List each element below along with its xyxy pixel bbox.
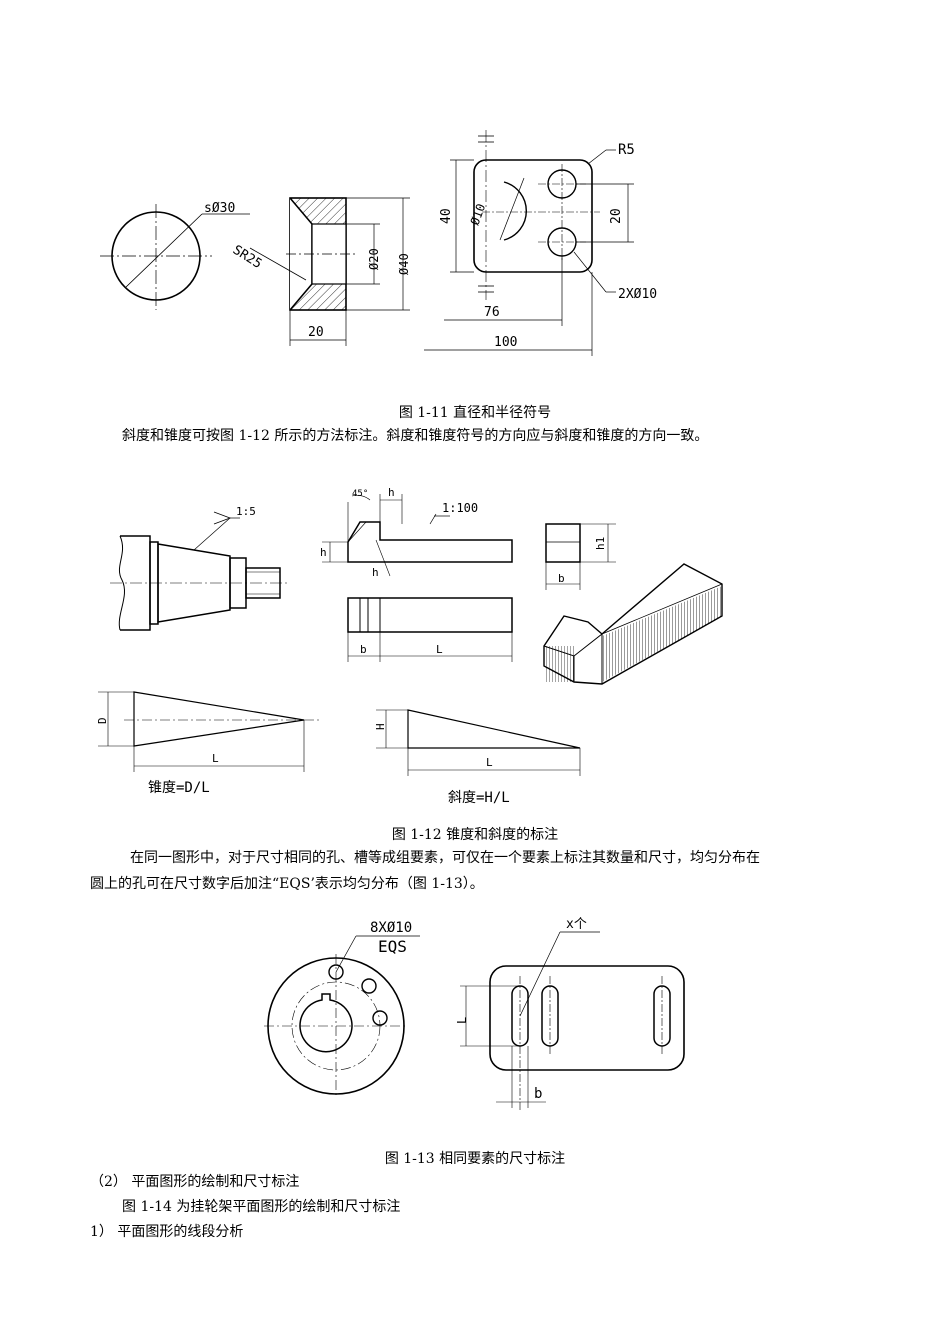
paragraph-eqs-line2: 圆上的孔可在尺寸数字后加注“EQS’表示均匀分布（图 1-13）。 (90, 876, 484, 892)
figure-1-12: 1:5 45° h 1:100 h h h1 b b L D (90, 484, 750, 814)
figure-1-11-drawing: sØ30 SR25 Ø20 Ø40 20 40 Ø10 R5 20 2X (100, 130, 657, 356)
x-label: x个 (566, 917, 587, 932)
paragraph-eqs-line1: 在同一图形中，对于尺寸相同的孔、槽等成组要素，可仅在一个要素上标注其数量和尺寸，… (130, 850, 760, 866)
h-left-label: h (320, 546, 327, 559)
L-cone-label: L (212, 752, 219, 765)
paragraph-taper: 斜度和锥度可按图 1-12 所示的方法标注。斜度和锥度符号的方向应与斜度和锥度的… (122, 428, 709, 444)
eqs-label: EQS (378, 937, 407, 956)
figure-1-13-caption: 图 1-13 相同要素的尺寸标注 (384, 1151, 566, 1167)
section-heading-2: （2） 平面图形的绘制和尺寸标注 (90, 1174, 300, 1190)
figure-1-12-drawing: 1:5 45° h 1:100 h h h1 b b L D (96, 486, 723, 806)
D-label: D (96, 717, 109, 724)
figure-1-11-caption: 图 1-11 直径和半径符号 (398, 405, 552, 421)
figure-1-13: 8XØ10 EQS x个 L b (260, 910, 700, 1120)
holes-8x-label: 8XØ10 (370, 920, 412, 936)
slope-formula: 斜度=H/L (448, 790, 510, 806)
b-slot-label: b (534, 1086, 542, 1102)
figure-1-12-caption: 图 1-12 锥度和斜度的标注 (391, 827, 559, 843)
figure-1-13-drawing: 8XØ10 EQS x个 L b (264, 917, 685, 1110)
phi10-label: Ø10 (468, 202, 489, 227)
dim76-label: 76 (484, 305, 500, 320)
figure-1-11: sØ30 SR25 Ø20 Ø40 20 40 Ø10 R5 20 2X (90, 120, 690, 370)
paragraph-fig-1-14: 图 1-14 为挂轮架平面图形的绘制和尺寸标注 (122, 1199, 401, 1215)
d20-label: Ø20 (367, 248, 381, 270)
angle-label: 45° (352, 489, 368, 499)
w20-label: 20 (308, 325, 324, 340)
L-slope-label: L (486, 756, 493, 769)
slope-label: 1:100 (442, 501, 478, 515)
taper-label: 1:5 (236, 505, 256, 518)
L-label: L (436, 643, 443, 656)
d40-label: Ø40 (397, 253, 411, 275)
H-label: H (374, 723, 387, 730)
L-slot-label: L (455, 1017, 469, 1024)
d20r-label: 20 (609, 208, 624, 224)
sphere-label: sØ30 (204, 201, 235, 216)
dim100-label: 100 (494, 335, 517, 350)
r5-label: R5 (618, 142, 635, 158)
h-top-label: h (388, 486, 395, 499)
list-item-1: 1） 平面图形的线段分析 (90, 1224, 244, 1240)
holes-label: 2XØ10 (618, 287, 657, 302)
h40-label: 40 (439, 208, 454, 224)
sr-label: SR25 (230, 243, 265, 272)
b-label: b (360, 643, 367, 656)
taper-formula: 锥度=D/L (148, 780, 210, 796)
b-small-label: b (558, 572, 565, 585)
h1-label: h1 (594, 537, 607, 550)
h-inner-label: h (372, 566, 379, 579)
